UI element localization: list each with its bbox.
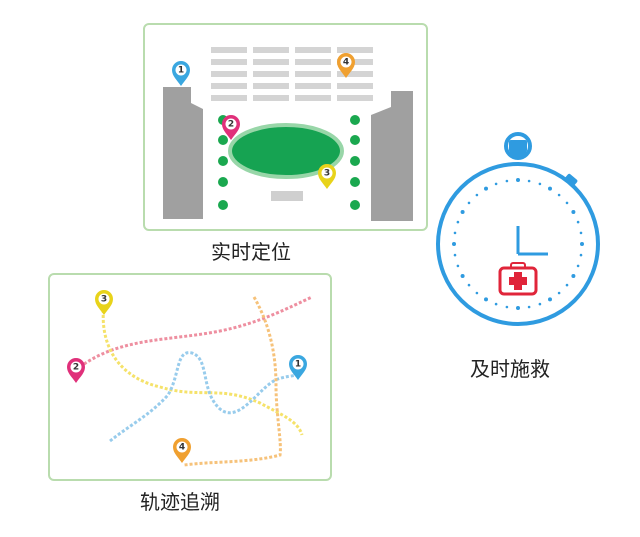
pin-number: 1 (178, 66, 184, 76)
tracking-panel: 1 2 3 4 (48, 273, 332, 481)
dial-tick (452, 242, 456, 246)
map-pin-1: 1 (172, 61, 190, 86)
map-pin-3: 3 (95, 290, 113, 315)
map-pin-2: 2 (222, 115, 240, 140)
map-pin-2: 2 (67, 358, 85, 383)
map-pin-1: 1 (289, 355, 307, 380)
dial-tick (460, 274, 465, 278)
location-pins: 1 2 3 4 (172, 53, 355, 189)
dial-tick (484, 297, 488, 302)
dial-tick (557, 291, 561, 295)
left-building (163, 87, 203, 219)
map-pin-3: 3 (318, 164, 336, 189)
dial-tick (538, 302, 542, 306)
dial-tick (484, 186, 488, 191)
stopwatch-icon (436, 132, 600, 326)
positioning-caption: 实时定位 (211, 240, 291, 264)
pin-number: 2 (73, 363, 79, 373)
dial-tick (579, 231, 583, 235)
dial-tick (475, 193, 479, 197)
dial-tick (580, 242, 584, 246)
dial-tick (576, 264, 580, 268)
dial-tick (516, 306, 520, 310)
trajectory-yellow (101, 304, 304, 436)
dial-tick (460, 210, 465, 214)
dial-tick (571, 274, 576, 278)
pin-number: 4 (343, 58, 349, 68)
dial-tick (475, 291, 479, 295)
dial-tick (453, 231, 457, 235)
positioning-panel: 1 2 3 4 (143, 23, 428, 231)
trajectory-pink (79, 295, 313, 369)
dial-tick (548, 297, 552, 302)
dial-tick (576, 220, 580, 224)
dial-tick (505, 179, 509, 183)
map-pin-4: 4 (173, 438, 191, 463)
venue-map: 1 2 3 4 (163, 47, 413, 221)
dial-tick (453, 253, 457, 257)
dial-tick (565, 283, 569, 287)
dial-tick (505, 305, 509, 309)
right-building (371, 91, 413, 221)
dial-ticks (452, 178, 584, 310)
dial-tick (548, 186, 552, 191)
trajectory-orange (183, 296, 282, 467)
dial-tick (527, 179, 531, 183)
trajectory-pins: 1 2 3 4 (67, 290, 307, 463)
trajectory-blue (109, 351, 301, 443)
dial-tick (467, 201, 471, 205)
dial-tick (494, 182, 498, 186)
trajectory-map: 1 2 3 4 (67, 290, 313, 467)
pin-number: 3 (101, 295, 107, 305)
pin-number: 1 (295, 360, 301, 370)
dial-tick (538, 182, 542, 186)
tracking-caption: 轨迹追溯 (140, 490, 220, 514)
pin-number: 3 (324, 169, 330, 179)
bottom-stand (271, 191, 303, 201)
dial-tick (579, 253, 583, 257)
rescue-caption: 及时施救 (470, 357, 550, 381)
seat-dots-left (218, 115, 228, 210)
pin-number: 2 (228, 120, 234, 130)
dial-tick (571, 210, 576, 214)
map-pin-4: 4 (337, 53, 355, 78)
seating-rows (211, 47, 373, 101)
dial-tick (467, 283, 471, 287)
first-aid-kit-icon (498, 262, 538, 296)
dial-tick (456, 264, 460, 268)
seat-dots-right (350, 115, 360, 210)
dial-tick (527, 305, 531, 309)
pin-number: 4 (179, 443, 185, 453)
dial-tick (565, 201, 569, 205)
stadium-field (228, 123, 344, 179)
dial-tick (456, 220, 460, 224)
dial-tick (516, 178, 520, 182)
dial-tick (557, 193, 561, 197)
dial-tick (494, 302, 498, 306)
